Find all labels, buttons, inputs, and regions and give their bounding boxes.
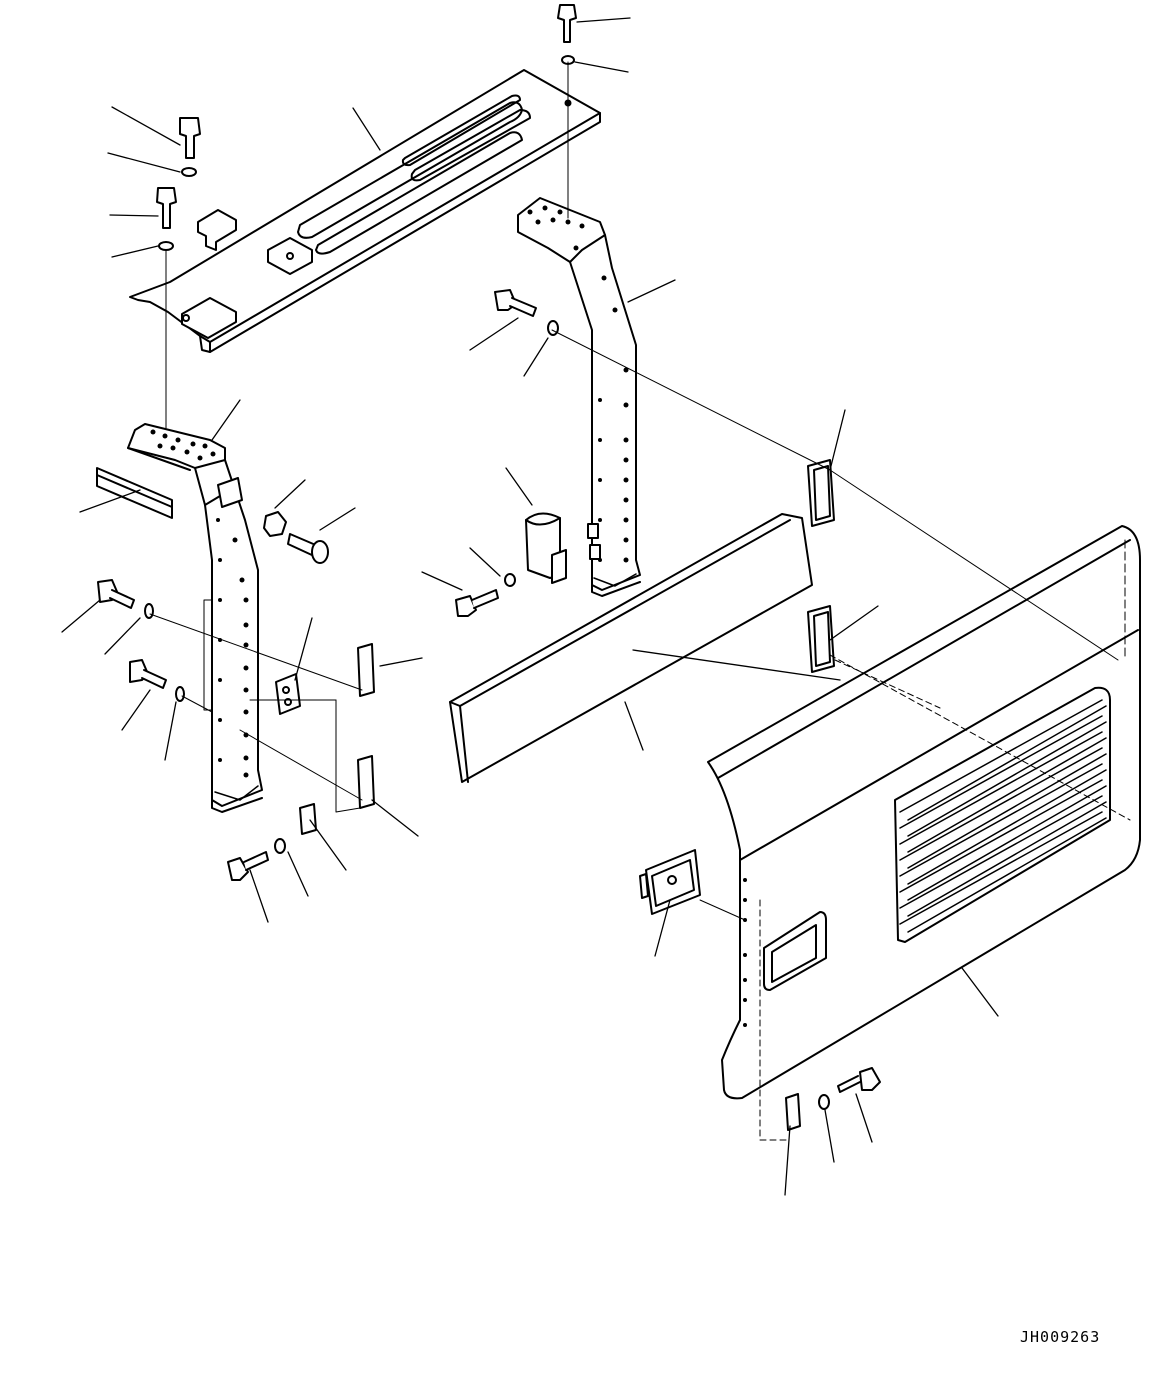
drawing-number: JH009263 bbox=[1020, 1328, 1101, 1346]
pipe-clamp bbox=[525, 512, 567, 584]
rubber-strip bbox=[96, 467, 173, 519]
fasteners bbox=[97, 4, 881, 1110]
cover-plate bbox=[449, 513, 813, 783]
left-upright-post bbox=[127, 423, 301, 813]
assembly-lines bbox=[149, 61, 1131, 1141]
top-cross-beam bbox=[129, 69, 601, 353]
side-door-panel bbox=[707, 525, 1141, 1100]
leader-lines bbox=[61, 17, 999, 1196]
hinges bbox=[299, 459, 835, 1131]
door-latch bbox=[639, 849, 701, 915]
right-upright-post bbox=[517, 197, 641, 597]
right-post-holes bbox=[527, 205, 629, 563]
left-post-holes bbox=[150, 429, 249, 778]
